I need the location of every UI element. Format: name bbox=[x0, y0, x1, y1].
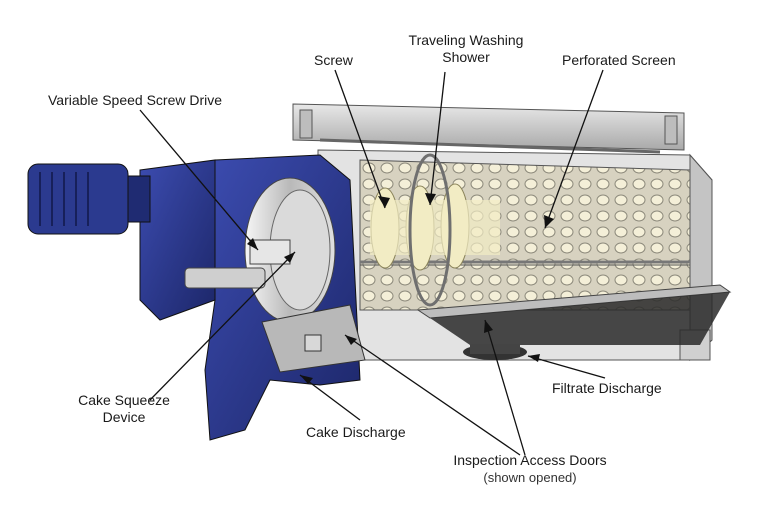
label-traveling-washing: Traveling Washing Shower bbox=[400, 32, 532, 66]
label-cake-squeeze-line1: Cake Squeeze bbox=[78, 392, 170, 408]
label-variable-speed-drive: Variable Speed Screw Drive bbox=[48, 92, 223, 108]
label-inspection-doors: Inspection Access Doors (shown opened) bbox=[432, 452, 628, 486]
washing-shower bbox=[408, 153, 452, 307]
cake-discharge-chute bbox=[261, 304, 366, 373]
label-inspection-doors-line1: Inspection Access Doors bbox=[453, 452, 607, 468]
cake-squeeze-disk bbox=[184, 177, 336, 323]
label-cake-squeeze-line2: Device bbox=[102, 409, 146, 425]
leader-lines bbox=[139, 69, 606, 456]
label-inspection-doors-line2: (shown opened) bbox=[483, 470, 577, 485]
label-traveling-washing-line1: Traveling Washing bbox=[408, 32, 524, 48]
motor bbox=[27, 163, 151, 235]
label-cake-discharge: Cake Discharge bbox=[306, 424, 406, 440]
label-cake-squeeze: Cake Squeeze Device bbox=[68, 392, 180, 426]
top-rail bbox=[292, 103, 685, 154]
label-screw: Screw bbox=[314, 52, 353, 68]
arrow-heads bbox=[247, 193, 554, 384]
label-filtrate-discharge: Filtrate Discharge bbox=[552, 380, 662, 396]
label-traveling-washing-line2: Shower bbox=[442, 49, 490, 65]
screw-flights bbox=[370, 183, 500, 271]
label-perforated-screen: Perforated Screen bbox=[562, 52, 676, 68]
inspection-door bbox=[416, 284, 732, 345]
